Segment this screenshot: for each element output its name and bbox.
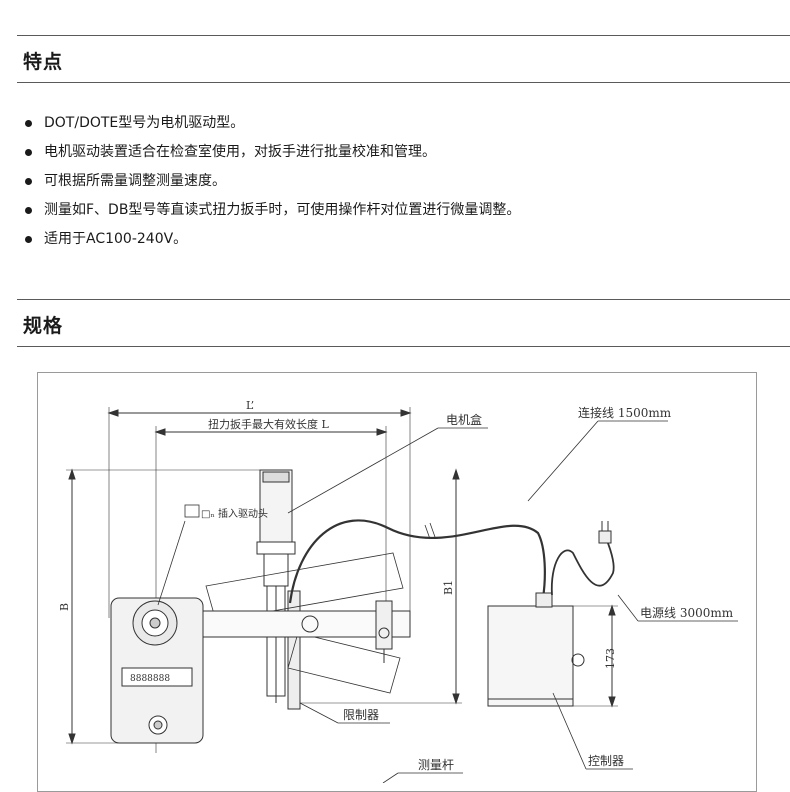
feature-item: DOT/DOTE型号为电机驱动型。 (22, 112, 520, 141)
drive-insert-label: □ₙ 插入驱动头 (201, 507, 268, 520)
limiter-label: 限制器 (343, 708, 379, 722)
dim-b1-label: B1 (442, 580, 455, 595)
features-title: 特点 (23, 51, 64, 73)
dim-l-label: 扭力扳手最大有效长度 L (208, 417, 329, 431)
dim-173-label: 173 (604, 648, 617, 669)
dim-b-label: B (58, 603, 71, 611)
bullet-icon (25, 178, 32, 185)
feature-list: DOT/DOTE型号为电机驱动型。 电机驱动装置适合在检查室使用，对扳手进行批量… (22, 112, 520, 257)
feature-item: 可根据所需量调整测量速度。 (22, 170, 520, 199)
specs-title: 规格 (23, 315, 64, 337)
measuring-rod-label: 测量杆 (418, 758, 454, 772)
bullet-icon (25, 149, 32, 156)
feature-item: 适用于AC100-240V。 (22, 228, 520, 257)
feature-item: 测量如F、DB型号等直读式扭力扳手时，可使用操作杆对位置进行微量调整。 (22, 199, 520, 228)
motor-box-label: 电机盒 (446, 412, 482, 427)
features-section-header: 特点 (17, 35, 790, 83)
power-cord-label: 电源线 3000mm (640, 606, 734, 620)
spec-drawing: L’ 扭力扳手最大有效长度 L B B1 电机盒 (58, 399, 738, 784)
dim-l-prime-label: L’ (246, 399, 254, 412)
cable-label: 连接线 1500mm (578, 405, 672, 420)
spec-drawing-frame: L’ 扭力扳手最大有效长度 L B B1 电机盒 (37, 372, 757, 792)
specs-section-header: 规格 (17, 299, 790, 347)
bullet-icon (25, 236, 32, 243)
display-digits: 8888888 (130, 674, 170, 684)
bullet-icon (25, 120, 32, 127)
feature-item: 电机驱动装置适合在检查室使用，对扳手进行批量校准和管理。 (22, 141, 520, 170)
bullet-icon (25, 207, 32, 214)
controller-label: 控制器 (588, 754, 624, 768)
